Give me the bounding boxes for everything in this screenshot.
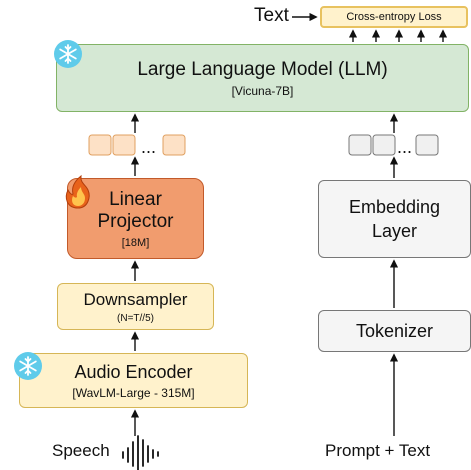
tokenizer-title: Tokenizer: [355, 320, 434, 341]
snowflake-icon: [54, 40, 82, 68]
snowflake-icon: [14, 352, 42, 380]
projector-title-line1: Linear: [109, 188, 162, 210]
flame-icon: [65, 174, 90, 209]
speech-token-3: [162, 134, 186, 156]
speech-token-ellipsis: ...: [141, 137, 156, 157]
llm-title: Large Language Model (LLM): [137, 58, 388, 80]
text-token-ellipsis: ...: [397, 137, 412, 157]
audio-encoder-title: Audio Encoder: [74, 361, 193, 382]
waveform-icon: [122, 435, 159, 470]
speech-label: Speech: [52, 441, 110, 460]
output-text-label: Text: [254, 5, 289, 26]
linear-projector-box: Linear Projector [18M]: [67, 178, 204, 259]
speech-token-2: [112, 134, 136, 156]
text-token-3: [415, 134, 439, 156]
text-token-1: [348, 134, 372, 156]
tokenizer-box: Tokenizer: [318, 310, 471, 352]
embedding-title-line2: Layer: [371, 221, 418, 241]
speech-token-1: [88, 134, 112, 156]
llm-box: Large Language Model (LLM) [Vicuna-7B]: [56, 44, 469, 112]
prompt-text-label: Prompt + Text: [325, 441, 431, 460]
embedding-layer-box: Embedding Layer: [318, 180, 471, 258]
embedding-title-line1: Embedding: [348, 197, 441, 217]
audio-encoder-subtitle: [WavLM-Large - 315M]: [72, 385, 195, 400]
projector-title-line2: Projector: [97, 210, 174, 232]
llm-output-arrows: [348, 29, 448, 42]
audio-encoder-box: Audio Encoder [WavLM-Large - 315M]: [19, 353, 248, 408]
text-token-2: [372, 134, 396, 156]
downsampler-subtitle: (N=T//5): [117, 312, 154, 324]
downsampler-box: Downsampler (N=T//5): [57, 283, 214, 330]
text-token-boxes: [348, 134, 439, 156]
projector-params: [18M]: [121, 236, 150, 249]
cross-entropy-loss-box: Cross-entropy Loss: [320, 6, 468, 28]
speech-token-boxes: [88, 134, 186, 156]
llm-subtitle: [Vicuna-7B]: [231, 83, 294, 98]
downsampler-title: Downsampler: [83, 289, 188, 309]
cross-entropy-loss-label: Cross-entropy Loss: [346, 11, 442, 23]
